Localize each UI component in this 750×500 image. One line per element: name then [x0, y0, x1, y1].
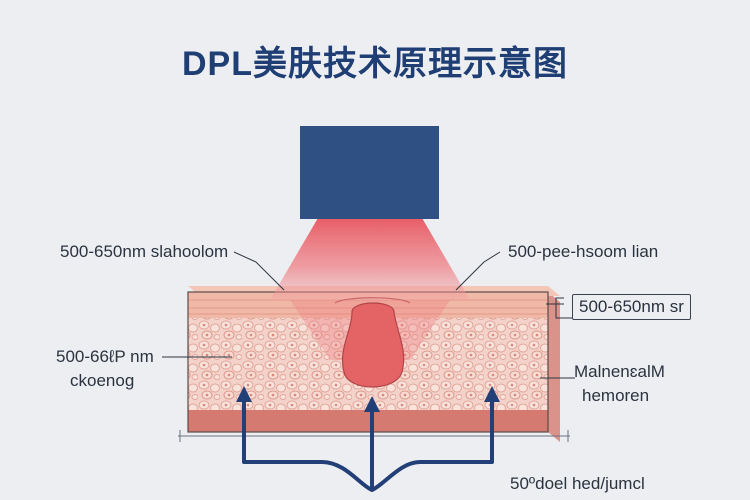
up-arrow-icon [484, 386, 500, 402]
light-beam [270, 218, 470, 300]
label-right-boxed: 500-650nm sr [572, 294, 691, 320]
label-bottom: 50ºdoel hed/jumcl [510, 474, 645, 493]
label-left-mid-line2: ckoenog [70, 371, 135, 390]
skin-side-face [548, 292, 560, 442]
label-right-mid-line1: MalnenɛalM [574, 362, 665, 381]
label-top-left: 500-650nm slahoolom [60, 242, 229, 261]
energy-arrows [242, 392, 494, 492]
light-source-box [300, 126, 439, 219]
leader-lines [162, 251, 575, 379]
label-right-mid-line2: hemoren [582, 386, 650, 405]
page-title: DPL美肤技术原理示意图 [182, 45, 568, 83]
label-top-right: 500-pee-hsoom lian [508, 242, 659, 261]
up-arrow-icon [364, 396, 380, 412]
up-arrow-icon [236, 386, 252, 402]
subcutaneous-layer [188, 410, 548, 432]
follicle-target [341, 302, 405, 388]
label-left-mid-line1: 500-66ℓP nm [56, 347, 154, 366]
